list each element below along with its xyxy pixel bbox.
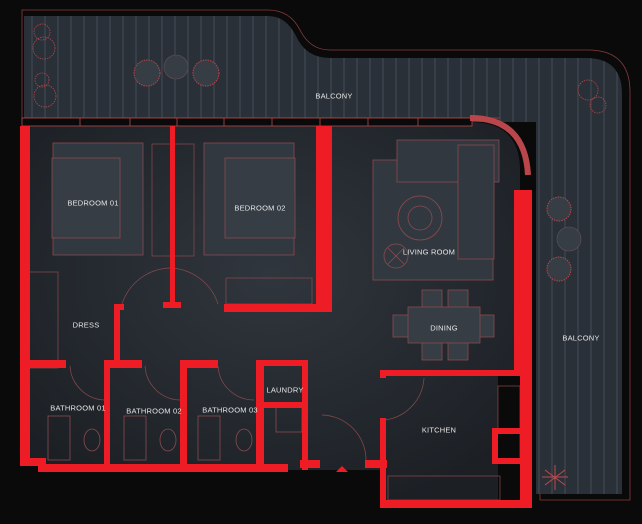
label-living-room: LIVING ROOM <box>402 247 456 257</box>
label-bathroom-02: BATHROOM 02 <box>126 406 182 416</box>
label-balcony-top: BALCONY <box>315 91 353 101</box>
bed <box>51 142 296 256</box>
label-kitchen: KITCHEN <box>421 425 457 435</box>
label-dress: DRESS <box>72 320 100 330</box>
plant-icon <box>32 23 607 114</box>
window-strip <box>21 115 531 176</box>
label-balcony-right: BALCONY <box>562 333 600 343</box>
outdoor-table-set <box>133 54 582 282</box>
label-laundry: LAUNDRY <box>266 385 304 395</box>
sofa <box>372 139 500 281</box>
label-dining: DINING <box>430 323 458 333</box>
label-bathroom-03: BATHROOM 03 <box>202 405 258 415</box>
door-swing <box>69 267 425 461</box>
dining-table <box>392 289 495 361</box>
label-bedroom-02: BEDROOM 02 <box>234 203 286 213</box>
plant-icon <box>542 465 568 490</box>
entrance-triangle-icon <box>336 466 348 472</box>
label-bathroom-01: BATHROOM 01 <box>50 403 106 413</box>
balcony-area <box>21 9 631 501</box>
walls <box>20 126 532 508</box>
label-bedroom-01: BEDROOM 01 <box>67 198 119 208</box>
